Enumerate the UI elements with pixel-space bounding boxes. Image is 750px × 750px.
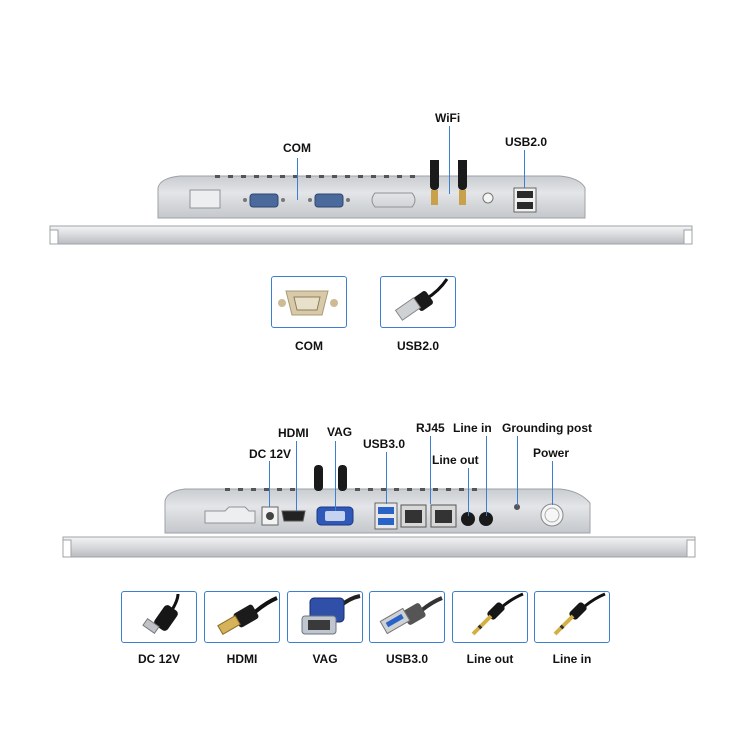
dc12v-pointer-line — [269, 461, 270, 507]
line-out-pointer-line — [468, 468, 469, 516]
card-usb30 — [369, 591, 445, 643]
hdmi-pointer-line — [296, 441, 297, 511]
card-line-out-caption: Line out — [466, 652, 514, 666]
db9-connector-icon — [278, 290, 338, 316]
line-in-pointer-line — [486, 436, 487, 516]
card-line-in-caption: Line in — [552, 652, 592, 666]
power-pointer-line — [552, 461, 553, 505]
card-usb20 — [380, 276, 456, 328]
card-line-out — [452, 591, 528, 643]
vag-label: VAG — [327, 425, 353, 439]
hdmi-label: HDMI — [278, 426, 309, 440]
card-hdmi — [204, 591, 280, 643]
power-label: Power — [533, 446, 570, 460]
line-in-label: Line in — [453, 421, 492, 435]
usb3-cable-icon — [379, 596, 443, 635]
usb30-label: USB3.0 — [363, 437, 406, 451]
com-label: COM — [283, 141, 311, 155]
com-pointer-line — [297, 158, 298, 200]
card-usb20-caption: USB2.0 — [396, 339, 440, 353]
hdmi-cable-icon — [217, 596, 278, 636]
wifi-pointer-line — [449, 126, 450, 194]
dc12v-label: DC 12V — [249, 447, 292, 461]
dc-barrel-plug-icon — [142, 593, 180, 634]
usb20-label: USB2.0 — [505, 135, 548, 149]
wifi-label: WiFi — [435, 111, 461, 125]
top-device-side-view — [40, 160, 710, 255]
rj45-label: RJ45 — [416, 421, 445, 435]
card-com-caption: COM — [295, 339, 323, 353]
grounding-pointer-line — [517, 436, 518, 506]
grounding-post-label: Grounding post — [502, 421, 592, 435]
vag-pointer-line — [335, 441, 336, 511]
vga-cable-icon — [301, 594, 361, 635]
usb30-pointer-line — [386, 452, 387, 504]
card-hdmi-caption: HDMI — [226, 652, 258, 666]
card-vag-caption: VAG — [312, 652, 338, 666]
card-usb30-caption: USB3.0 — [385, 652, 429, 666]
card-line-in — [534, 591, 610, 643]
rj45-pointer-line — [430, 436, 431, 504]
usb-a-cable-icon — [394, 278, 449, 321]
card-vag — [287, 591, 363, 643]
audio-jack-icon — [553, 592, 606, 636]
card-dc12v — [121, 591, 197, 643]
bottom-device-side-view — [55, 465, 705, 565]
audio-jack-icon — [471, 592, 524, 636]
card-com — [271, 276, 347, 328]
card-dc12v-caption: DC 12V — [137, 652, 181, 666]
usb20-pointer-line — [524, 150, 525, 188]
line-out-label: Line out — [432, 453, 479, 467]
